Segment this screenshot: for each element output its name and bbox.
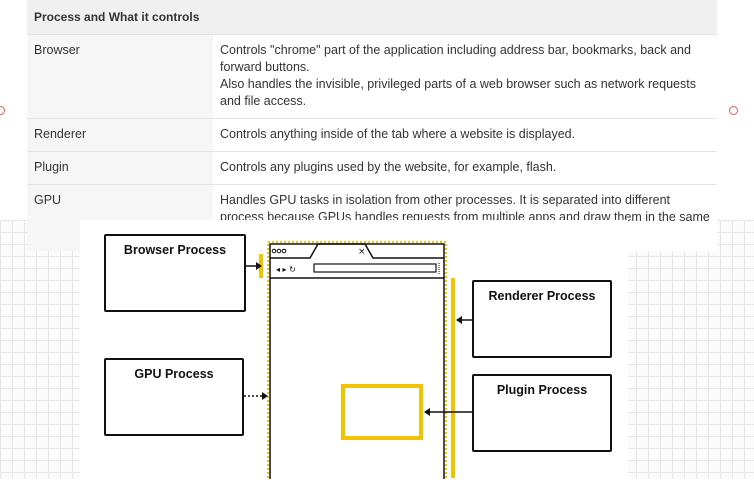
table-row: Plugin Controls any plugins used by the …: [27, 151, 717, 185]
process-description-renderer: Controls anything inside of the tab wher…: [213, 118, 717, 152]
process-name-renderer: Renderer: [27, 118, 213, 152]
process-description-browser: Controls "chrome" part of the applicatio…: [213, 34, 717, 119]
gpu-process-label: GPU Process: [134, 367, 214, 381]
svg-text:×: ×: [358, 247, 366, 257]
browser-window-illustration: × ◂ ▸ ↻: [267, 241, 447, 484]
table-row: Browser Controls "chrome" part of the ap…: [27, 34, 717, 119]
svg-text:◂ ▸ ↻: ◂ ▸ ↻: [276, 265, 296, 274]
process-table: Process and What it controls Browser Con…: [27, 0, 717, 251]
process-description-plugin: Controls any plugins used by the website…: [213, 151, 717, 185]
plugin-process-label: Plugin Process: [496, 383, 588, 397]
description-line: Also handles the invisible, privileged p…: [220, 77, 696, 108]
resize-handle-left[interactable]: [0, 106, 5, 115]
plugin-process-box: Plugin Process: [472, 374, 612, 452]
resize-handle-right[interactable]: [729, 106, 738, 115]
process-name-plugin: Plugin: [27, 151, 213, 185]
renderer-process-label: Renderer Process: [488, 289, 596, 303]
diagram-graphics: × ◂ ▸ ↻: [121, 241, 589, 484]
browser-process-box: Browser Process: [104, 234, 246, 312]
gpu-process-box: GPU Process: [104, 358, 244, 436]
renderer-process-box: Renderer Process: [472, 280, 612, 358]
browser-process-label: Browser Process: [123, 243, 227, 257]
table-header: Process and What it controls: [27, 0, 717, 35]
description-line: Controls "chrome" part of the applicatio…: [220, 43, 691, 74]
process-name-browser: Browser: [27, 34, 213, 119]
process-diagram: × ◂ ▸ ↻ Browser Process: [80, 220, 628, 484]
table-row: Renderer Controls anything inside of the…: [27, 118, 717, 152]
